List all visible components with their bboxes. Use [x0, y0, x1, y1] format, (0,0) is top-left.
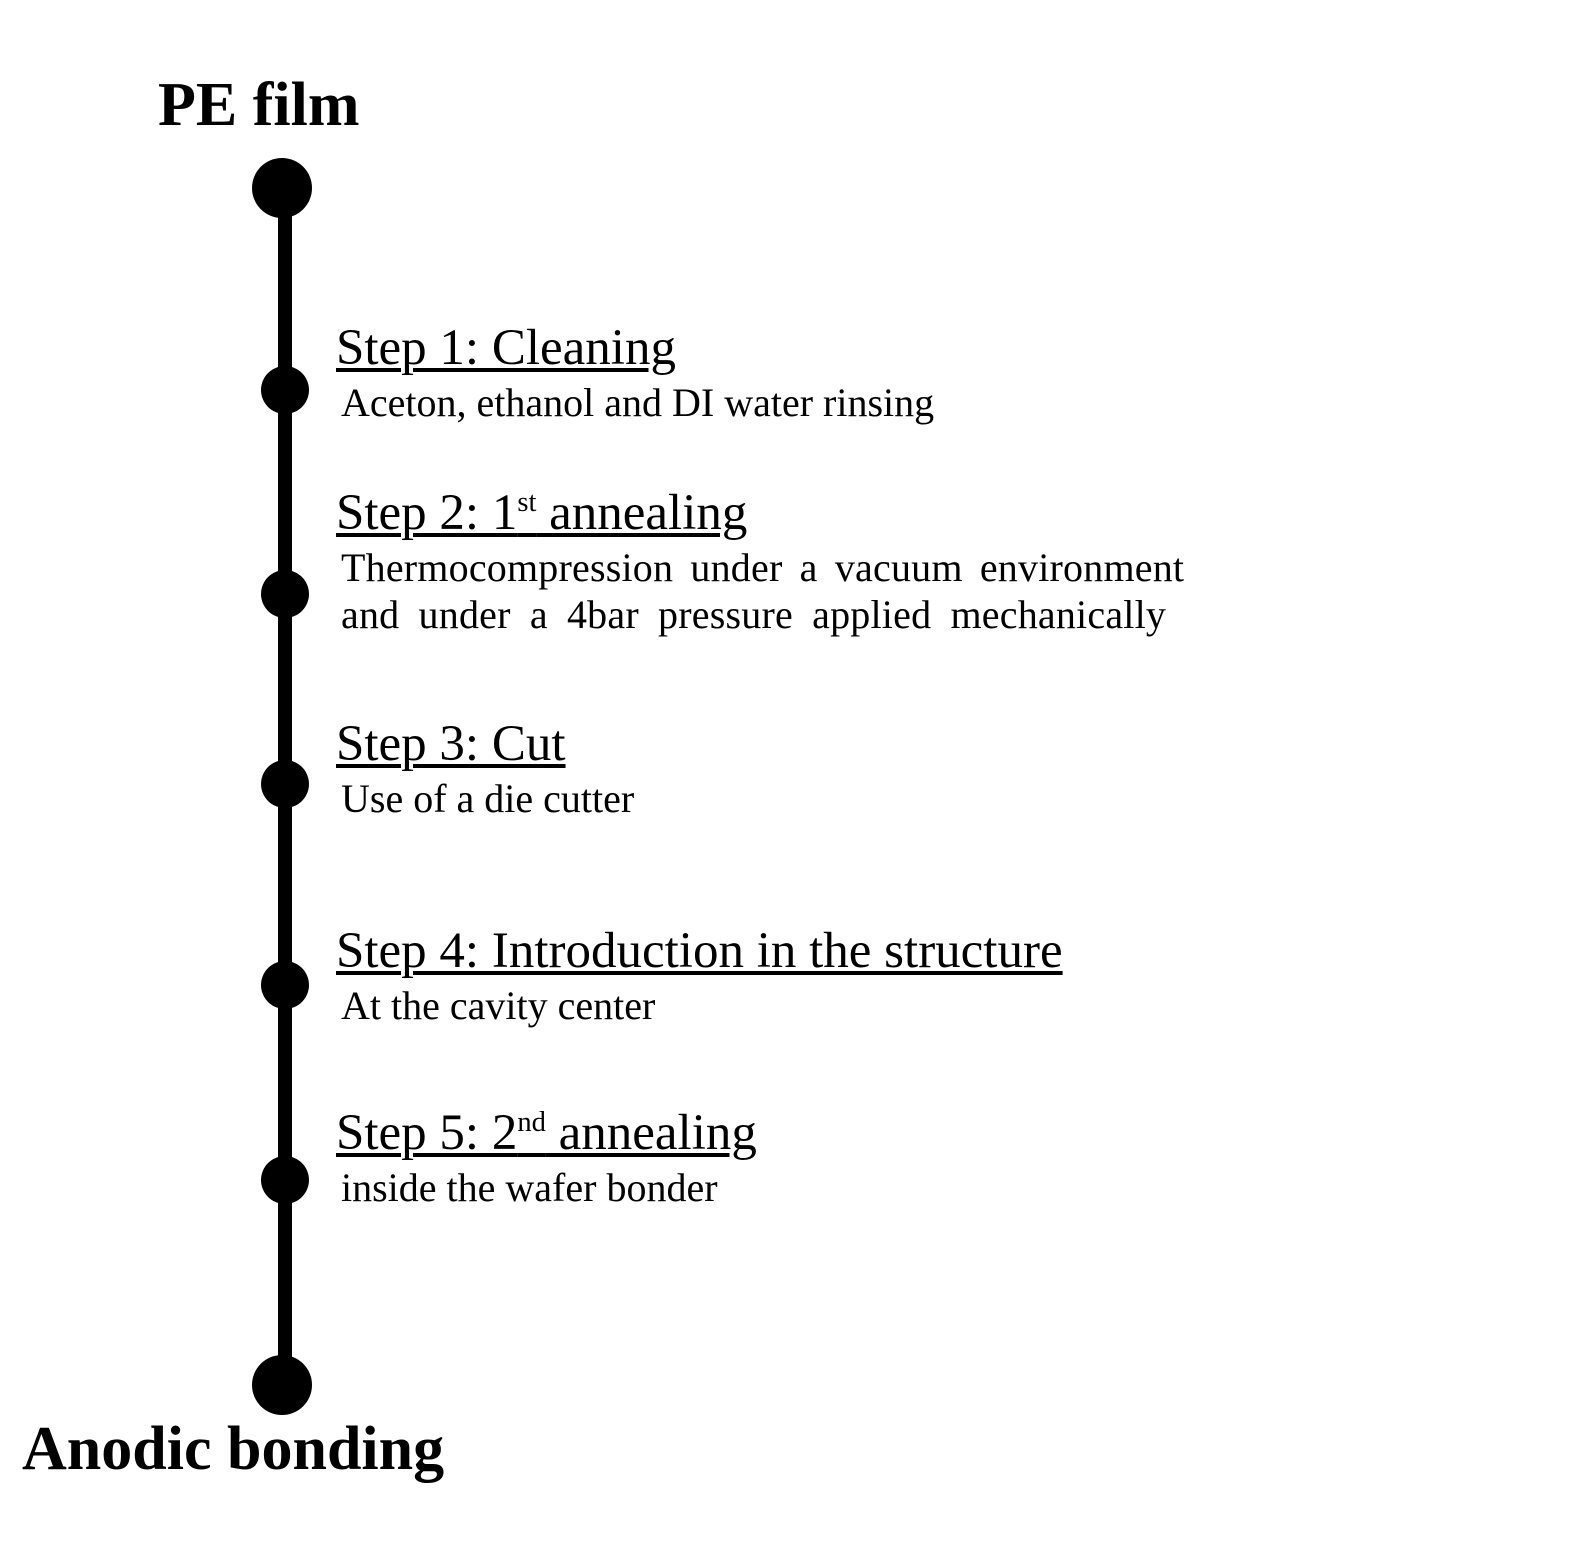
step-2-title-prefix: Step 2: 1	[336, 485, 518, 541]
step-1-description-line-1: Aceton, ethanol and DI water rinsing	[341, 380, 935, 426]
timeline-node-start	[252, 158, 312, 218]
step-item-2: Step 2: 1st annealing Thermocompression …	[336, 485, 1551, 638]
step-3-description: Use of a die cutter	[336, 775, 634, 822]
step-5-title-prefix: Step 5: 2	[336, 1105, 518, 1161]
timeline-node-step-1	[261, 366, 309, 414]
step-2-description-line-2: and under a 4bar pressure applied mechan…	[341, 592, 1167, 638]
step-2-description-line-1: Thermocompression under a vacuum environ…	[341, 545, 1185, 591]
step-2-title: Step 2: 1st annealing	[336, 485, 748, 541]
step-5-title: Step 5: 2nd annealing	[336, 1105, 757, 1161]
step-4-description: At the cavity center	[336, 982, 1063, 1029]
step-1-title-text: Step 1: Cleaning	[336, 320, 676, 376]
step-item-1: Step 1: Cleaning Aceton, ethanol and DI …	[336, 320, 934, 426]
timeline-node-step-2	[261, 570, 309, 618]
step-3-description-line-1: Use of a die cutter	[341, 776, 635, 822]
step-5-title-suffix: annealing	[545, 1105, 757, 1161]
timeline-node-end	[252, 1355, 312, 1415]
step-2-title-suffix: annealing	[536, 485, 748, 541]
step-3-title: Step 3: Cut	[336, 716, 566, 772]
step-3-title-text: Step 3: Cut	[336, 716, 566, 772]
start-label: PE film	[158, 71, 360, 139]
step-1-description: Aceton, ethanol and DI water rinsing	[336, 379, 934, 426]
step-5-description-line-1: inside the wafer bonder	[341, 1165, 718, 1211]
step-5-description: inside the wafer bonder	[336, 1164, 757, 1211]
timeline-node-step-3	[261, 760, 309, 808]
step-1-title: Step 1: Cleaning	[336, 320, 676, 376]
timeline-node-step-5	[261, 1156, 309, 1204]
step-item-3: Step 3: Cut Use of a die cutter	[336, 716, 634, 822]
step-4-title-text: Step 4: Introduction in the structure	[336, 923, 1063, 979]
step-2-description: Thermocompression under a vacuum environ…	[336, 544, 1551, 638]
end-label: Anodic bonding	[22, 1415, 445, 1483]
step-4-description-line-1: At the cavity center	[341, 983, 656, 1029]
step-4-title: Step 4: Introduction in the structure	[336, 923, 1063, 979]
step-5-title-superscript: nd	[517, 1107, 546, 1138]
step-item-4: Step 4: Introduction in the structure At…	[336, 923, 1063, 1029]
step-item-5: Step 5: 2nd annealing inside the wafer b…	[336, 1105, 757, 1211]
step-2-title-superscript: st	[517, 487, 537, 518]
timeline-node-step-4	[261, 961, 309, 1009]
